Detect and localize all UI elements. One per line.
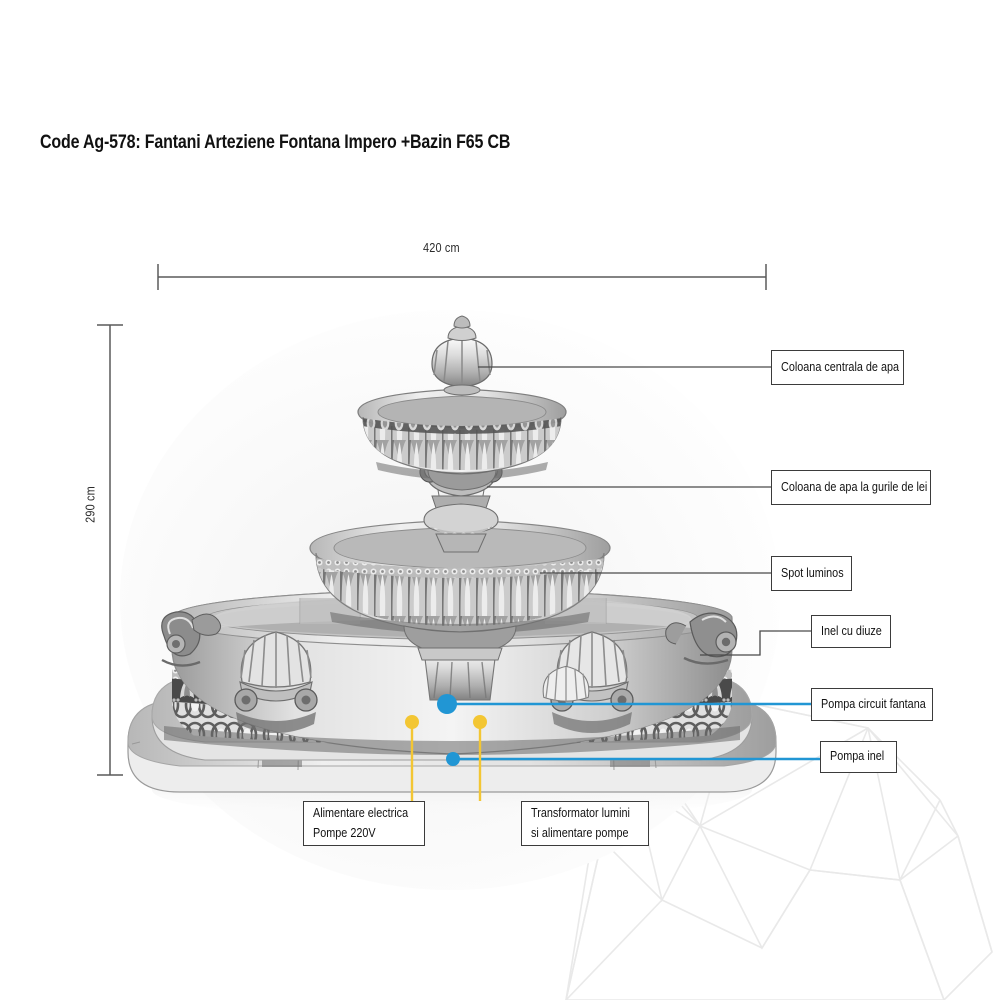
callout-label: Pompa circuit fantana [821,696,926,711]
callout-label-line1: Alimentare electrica [313,805,409,820]
callout-label: Spot luminos [781,565,844,580]
callout-label: Coloana de apa la gurile de lei [781,479,928,494]
dimension-line-height [97,324,123,776]
marker-dot-alimentare-electrica[interactable] [405,715,419,729]
dimension-line-width [157,264,767,290]
callout-label-line1: Transformator lumini [531,805,630,820]
leader-inel-diuze [700,630,811,656]
callout-inel-cu-diuze[interactable]: Inel cu diuze [811,615,891,648]
callout-coloana-centrala[interactable]: Coloana centrala de apa [771,350,904,385]
callout-transformator-lumini[interactable]: Transformator lumini si alimentare pompe [521,801,649,846]
dimension-label-width: 420 cm [423,240,460,255]
marker-dot-pompa-circuit[interactable] [437,694,457,714]
callout-spot-luminos[interactable]: Spot luminos [771,556,852,591]
callout-label: Pompa inel [830,749,885,764]
callout-pompa-circuit-fantana[interactable]: Pompa circuit fantana [811,688,933,721]
marker-dot-transformator[interactable] [473,715,487,729]
page-title: Code Ag-578: Fantani Arteziene Fontana I… [40,131,511,153]
callout-coloana-gurile[interactable]: Coloana de apa la gurile de lei [771,470,931,505]
marker-dot-pompa-inel[interactable] [446,752,460,766]
dimension-label-height: 290 cm [82,486,98,523]
callout-label-line2: Pompe 220V [313,825,376,840]
callout-label: Coloana centrala de apa [781,359,900,374]
callout-label-line2: si alimentare pompe [531,825,629,840]
callout-label: Inel cu diuze [821,623,882,638]
callout-pompa-inel[interactable]: Pompa inel [820,741,897,773]
callout-alimentare-electrica[interactable]: Alimentare electrica Pompe 220V [303,801,425,846]
